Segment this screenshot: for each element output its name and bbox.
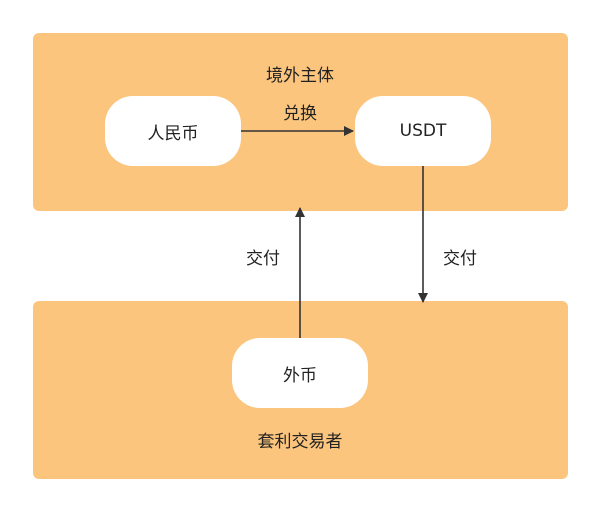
foreign-currency-node-label: 外币 <box>283 365 317 386</box>
usdt-node-label: USDT <box>399 121 447 141</box>
rmb-node-label: 人民币 <box>147 123 199 144</box>
deliver-left-label: 交付 <box>246 249 280 269</box>
foreign-currency-node: 外币 <box>232 338 368 408</box>
exchange-label: 兑换 <box>283 104 317 124</box>
overseas-entity-title: 境外主体 <box>266 66 334 86</box>
deliver-right-label: 交付 <box>443 249 477 269</box>
usdt-node: USDT <box>355 96 491 166</box>
rmb-node: 人民币 <box>105 96 241 166</box>
arbitrage-trader-title: 套利交易者 <box>257 432 343 452</box>
